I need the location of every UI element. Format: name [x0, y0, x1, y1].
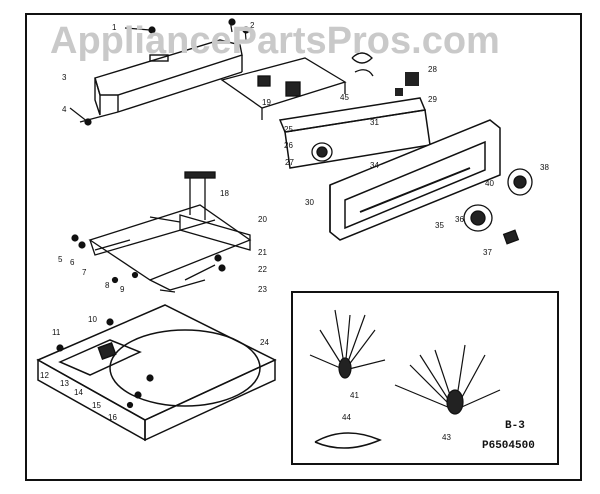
- callout: 34: [370, 161, 379, 170]
- clip-29: [395, 88, 403, 96]
- callout: 8: [105, 281, 110, 290]
- wire-44: [314, 432, 382, 449]
- callout: 28: [428, 65, 437, 74]
- callout: 24: [260, 338, 269, 347]
- lid-hinge-assembly: [149, 171, 251, 251]
- callout: 30: [305, 198, 314, 207]
- part-code: P6504500: [482, 440, 535, 452]
- callout: 37: [483, 248, 492, 257]
- diagram-frame: [25, 13, 582, 481]
- callout: 4: [62, 105, 67, 114]
- callout: 7: [82, 268, 87, 277]
- lid-panel: [88, 204, 252, 291]
- harness-inset-frame: [291, 291, 559, 465]
- callout: 40: [485, 179, 494, 188]
- callout: 2: [250, 21, 255, 30]
- callout: 19: [262, 98, 271, 107]
- callout: 41: [350, 391, 359, 400]
- control-panel: [278, 97, 501, 241]
- switch-28: [405, 72, 419, 86]
- callout: 1: [112, 23, 117, 32]
- callout: 29: [428, 95, 437, 104]
- control-knobs: [311, 142, 533, 245]
- callout: 38: [540, 163, 549, 172]
- callout: 35: [435, 221, 444, 230]
- callout: 9: [120, 285, 125, 294]
- wire-harness-43: [394, 344, 501, 415]
- callout: 15: [92, 401, 101, 410]
- callout: 44: [342, 413, 351, 422]
- callout: 22: [258, 265, 267, 274]
- callout: 6: [70, 258, 75, 267]
- wire-clip: [351, 52, 374, 77]
- section-label: B-3: [505, 420, 525, 432]
- console-top-assembly: [79, 39, 243, 123]
- callout: 3: [62, 73, 67, 82]
- callout: 16: [108, 413, 117, 422]
- callout: 36: [455, 215, 464, 224]
- callout: 12: [40, 371, 49, 380]
- callout: 43: [442, 433, 451, 442]
- wire-harness-41: [309, 309, 386, 379]
- callout: 10: [88, 315, 97, 324]
- callout: 25: [284, 125, 293, 134]
- callout: 5: [58, 255, 63, 264]
- callout: 23: [258, 285, 267, 294]
- callout: 26: [284, 141, 293, 150]
- callout: 13: [60, 379, 69, 388]
- callout-labels: 1 2 3 4 5 6 7 8 9 10 11 12 13 14 15 16 1…: [40, 21, 549, 442]
- callout: 31: [370, 118, 379, 127]
- callout: 14: [74, 388, 83, 397]
- callout: 21: [258, 248, 267, 257]
- callout: 11: [52, 328, 61, 337]
- callout: 20: [258, 215, 267, 224]
- screw-set-top: [69, 18, 250, 126]
- callout: 18: [220, 189, 229, 198]
- callout: 45: [340, 93, 349, 102]
- control-bracket: [220, 57, 347, 120]
- callout: 27: [285, 158, 294, 167]
- cabinet-hardware: [56, 318, 154, 409]
- hardware-mid: [71, 234, 226, 293]
- top-cabinet: [36, 304, 277, 442]
